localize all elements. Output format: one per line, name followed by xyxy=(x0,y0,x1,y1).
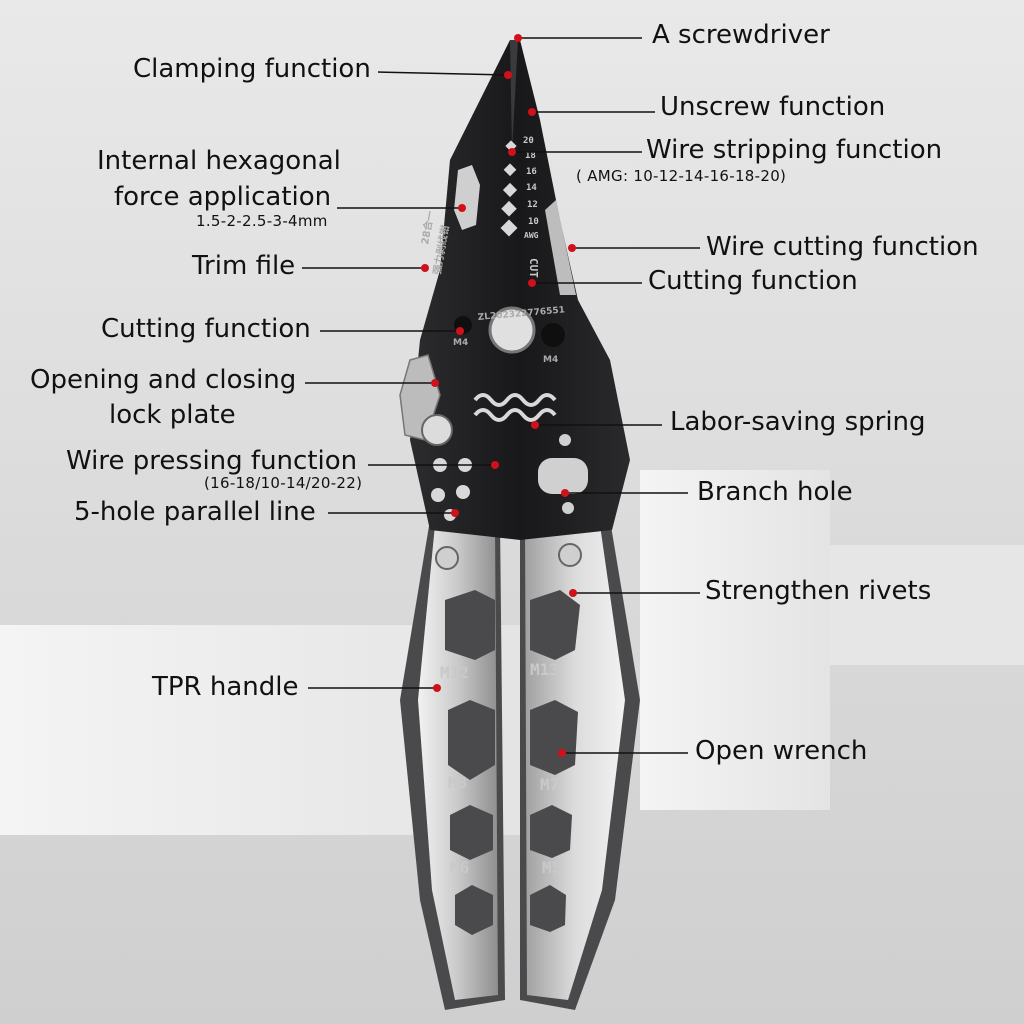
callout-trim-file: Trim file xyxy=(192,251,296,281)
lock-plate xyxy=(399,354,453,446)
awg-scale: 20 18 16 14 12 10 AWG xyxy=(523,136,539,240)
callout-wire-pressing: Wire pressing function xyxy=(66,446,358,476)
callout-screwdriver: A screwdriver xyxy=(652,20,830,50)
awg-12: 12 xyxy=(527,200,538,210)
labor-saving-spring xyxy=(473,393,557,422)
m4-hole-right xyxy=(541,323,565,347)
wrench-m6: M6 xyxy=(450,858,469,877)
callout-lock-plate-line1: Opening and closing xyxy=(30,365,297,395)
awg-20: 20 xyxy=(523,136,534,146)
wrench-m13: M13 xyxy=(530,660,559,679)
awg-14: 14 xyxy=(526,183,537,193)
pivot-bolt xyxy=(488,306,536,354)
m4-label-left: M4 xyxy=(453,338,468,348)
callout-lock-plate-line2: lock plate xyxy=(109,400,236,430)
callout-clamping: Clamping function xyxy=(133,54,371,84)
callout-hexagonal-sizes: 1.5-2-2.5-3-4mm xyxy=(196,212,328,230)
callout-wire-stripping-sizes: ( AMG: 10-12-14-16-18-20) xyxy=(576,167,787,185)
callout-branch-hole: Branch hole xyxy=(697,477,853,507)
branch-hole xyxy=(538,434,588,514)
callout-cutting-left: Cutting function xyxy=(101,314,311,344)
callout-hexagonal-line1: Internal hexagonal xyxy=(97,146,341,176)
callout-unscrew: Unscrew function xyxy=(660,92,886,122)
leader-lines xyxy=(302,37,700,754)
callout-wire-stripping: Wire stripping function xyxy=(646,135,943,165)
marker-dots xyxy=(421,34,577,757)
awg-18: 18 xyxy=(525,151,536,161)
awg-unit: AWG xyxy=(524,231,539,240)
callout-wire-pressing-sizes: (16-18/10-14/20-22) xyxy=(204,474,363,492)
callout-five-hole: 5-hole parallel line xyxy=(74,497,316,527)
handle-rivet-right xyxy=(558,543,582,567)
handle-rivet-left xyxy=(435,546,459,570)
callout-rivets: Strengthen rivets xyxy=(705,576,932,606)
callout-tpr-handle: TPR handle xyxy=(152,672,299,702)
cut-mark: CUT xyxy=(527,258,540,278)
wrench-size-labels: M12 M8 M6 M13 M7 M5 xyxy=(440,660,561,877)
awg-10: 10 xyxy=(528,217,539,227)
wrench-m12: M12 xyxy=(440,663,469,682)
wire-stripping-holes xyxy=(500,140,518,237)
awg-16: 16 xyxy=(526,167,537,177)
hexagonal-holes xyxy=(454,165,480,230)
wrench-m7: M7 xyxy=(540,775,559,794)
callout-cutting-right: Cutting function xyxy=(648,266,858,296)
m4-label-right: M4 xyxy=(543,355,558,365)
wrench-m8: M8 xyxy=(448,773,467,792)
callout-wire-cutting: Wire cutting function xyxy=(706,232,979,262)
backdrop-block-far-right xyxy=(830,545,1024,665)
pliers-head xyxy=(410,40,630,540)
callout-open-wrench: Open wrench xyxy=(695,736,868,766)
wrench-m5: M5 xyxy=(542,858,561,877)
callout-spring: Labor-saving spring xyxy=(670,407,926,437)
callout-hexagonal-line2: force application xyxy=(114,182,332,212)
open-wrench-cutouts xyxy=(445,590,580,935)
